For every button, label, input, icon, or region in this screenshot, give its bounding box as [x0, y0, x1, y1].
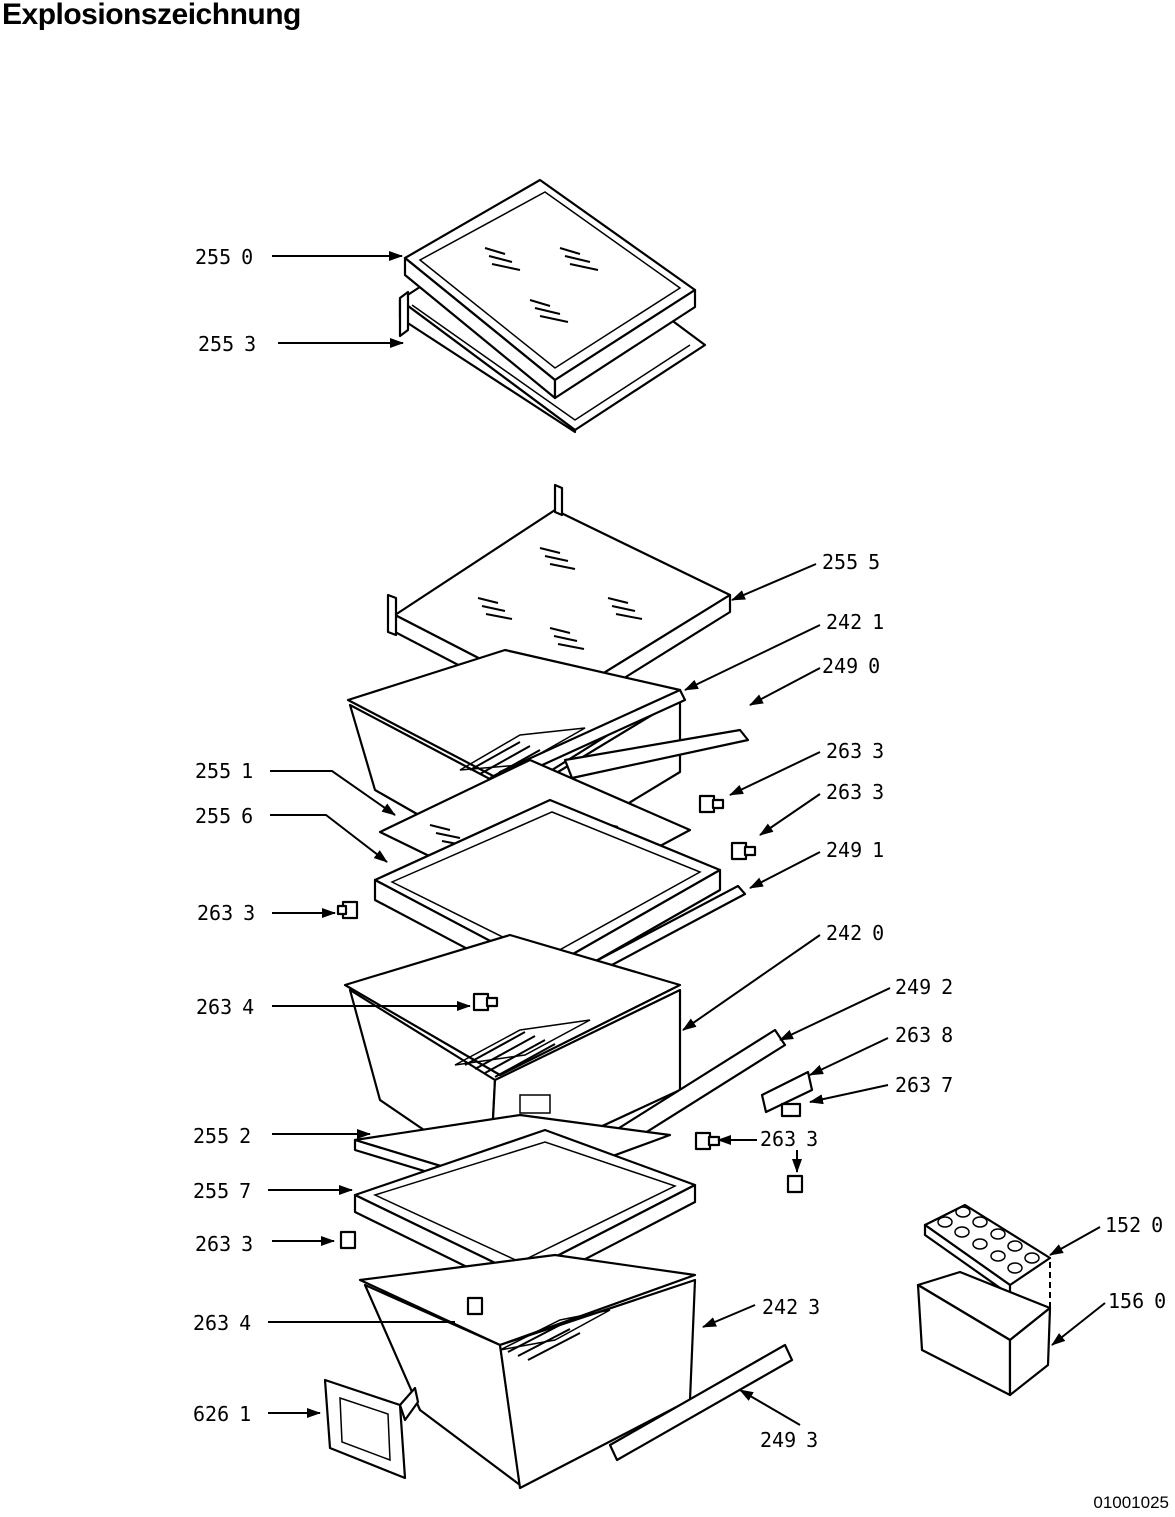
screw-263-4-a — [472, 992, 499, 1012]
screw-263-3-b — [730, 841, 757, 861]
screw-263-3-d — [694, 1131, 721, 1151]
label-holder-626-1 — [323, 1378, 420, 1480]
egg-tray-152-0 — [923, 1203, 1052, 1297]
bottom-crisper-drawer — [358, 1253, 697, 1490]
page-title: Explosionszeichnung — [2, 0, 301, 31]
top-glass-shelf — [403, 178, 697, 400]
drawer-trim-249-3 — [608, 1343, 794, 1462]
screw-263-3-c — [336, 900, 359, 920]
screw-263-3-f — [339, 1230, 357, 1250]
screw-263-3-a — [698, 794, 725, 814]
clip-263-7 — [780, 1102, 802, 1118]
callout-lines — [268, 251, 1106, 1426]
egg-box-156-0 — [916, 1270, 1052, 1397]
screw-263-3-e — [786, 1174, 804, 1194]
upper-drawer-trim — [563, 728, 750, 780]
bracket-263-8 — [760, 1070, 814, 1114]
document-number: 01001025 — [1093, 1493, 1169, 1512]
screw-263-4-b — [466, 1296, 484, 1316]
